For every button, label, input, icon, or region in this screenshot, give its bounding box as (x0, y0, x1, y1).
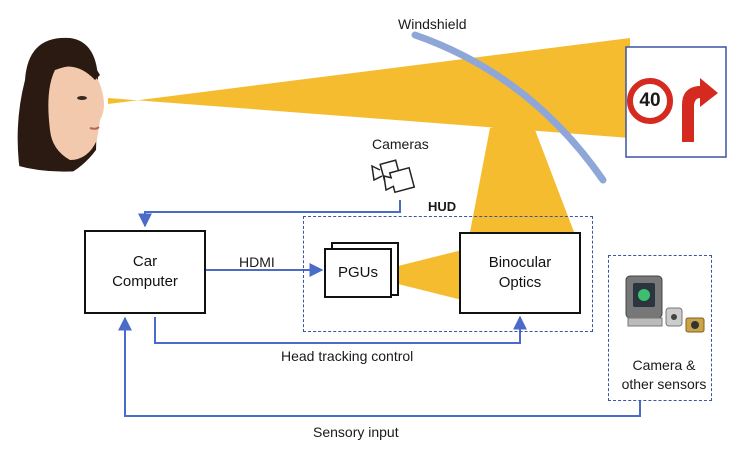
pgus-box: PGUs (324, 248, 392, 298)
cameras-icon (371, 159, 416, 194)
binocular-optics-label: Binocular Optics (488, 254, 552, 291)
hud-label: HUD (428, 199, 457, 214)
windshield-curve (411, 31, 607, 184)
sensory-input-label: Sensory input (313, 424, 399, 440)
beam-optics-to-windshield (470, 122, 574, 232)
car-computer-label: Car Computer (112, 253, 178, 290)
sensory-input-line (118, 316, 641, 417)
cameras-label: Cameras (372, 136, 429, 152)
hdmi-label: HDMI (239, 254, 275, 270)
head-tracking-line (154, 315, 527, 344)
pgus-label: PGUs (337, 264, 378, 281)
windshield-label: Windshield (398, 16, 467, 32)
cameras-to-computer-line (138, 200, 401, 228)
binocular-optics-box: Binocular Optics (459, 232, 581, 314)
turn-right-arrow-icon (682, 78, 718, 142)
hud-container (303, 216, 593, 332)
speed-sign-number: 40 (639, 90, 661, 111)
car-computer-box: Car Computer (84, 230, 206, 314)
beam-pgu-to-optics (398, 250, 462, 300)
sensors-container (608, 255, 712, 401)
sensor-devices-icon (625, 275, 705, 333)
woman-face-icon (10, 37, 104, 185)
speed-limit-sign-icon (627, 78, 673, 124)
head-tracking-label: Head tracking control (281, 348, 414, 364)
camera-sensors-label: Camera & other sensors (621, 357, 707, 392)
beam-eye-to-scene (108, 38, 630, 138)
